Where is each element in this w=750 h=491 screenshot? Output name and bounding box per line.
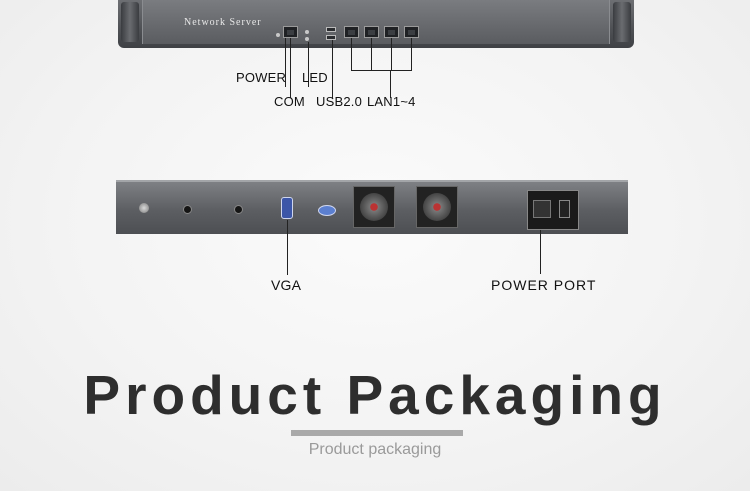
led-label: LED — [302, 70, 328, 85]
sticker-icon — [318, 205, 336, 216]
power-switch-icon — [559, 200, 570, 218]
ground-screw-icon — [139, 203, 149, 213]
led-callout-line — [308, 42, 309, 87]
com-label: COM — [274, 94, 305, 109]
power-port-callout-line — [540, 230, 541, 274]
led-indicator-icon — [305, 37, 309, 41]
front-panel-title: Network Server — [184, 17, 262, 28]
usb-callout-line — [332, 40, 333, 98]
lan-callout-line — [390, 70, 391, 98]
com-port-icon — [283, 26, 298, 38]
lan3-callout-line — [391, 38, 392, 70]
usb-label: USB2.0 — [316, 94, 363, 109]
usb-port-icon — [326, 27, 336, 32]
right-rack-handle — [613, 2, 631, 42]
lan-port-icon — [384, 26, 399, 38]
fan-icon — [416, 186, 458, 228]
lan2-callout-line — [371, 38, 372, 70]
com-callout-line — [290, 38, 291, 98]
iec-inlet-icon — [533, 200, 551, 218]
antenna-hole-icon — [234, 205, 243, 214]
power-indicator-icon — [276, 33, 280, 37]
power-port-label: POWER PORT — [491, 277, 597, 293]
page-subtitle: Product packaging — [308, 441, 442, 458]
lan1-callout-line — [351, 38, 352, 70]
led-indicator-icon — [305, 30, 309, 34]
fan-icon — [353, 186, 395, 228]
vga-label: VGA — [271, 277, 302, 293]
vga-port-icon — [281, 197, 293, 219]
lan-port-icon — [364, 26, 379, 38]
power-label: POWER — [236, 70, 287, 85]
left-rack-handle — [121, 2, 139, 42]
vga-callout-line — [287, 220, 288, 275]
page-title: Product Packaging — [83, 364, 667, 426]
lan4-callout-line — [411, 38, 412, 70]
power-callout-line — [285, 38, 286, 87]
title-divider — [291, 430, 463, 436]
antenna-hole-icon — [183, 205, 192, 214]
lan-port-icon — [404, 26, 419, 38]
lan-label: LAN1~4 — [367, 94, 416, 109]
lan-port-icon — [344, 26, 359, 38]
usb-port-icon — [326, 35, 336, 40]
lan-bracket-line — [351, 70, 412, 71]
